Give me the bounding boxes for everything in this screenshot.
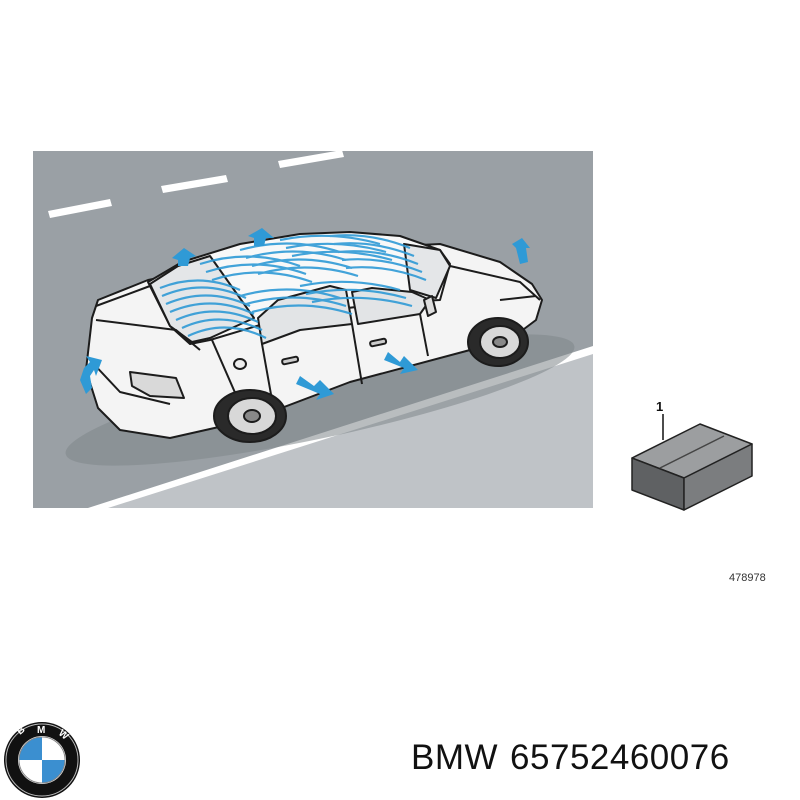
bmw-logo: B M W (4, 722, 80, 798)
part-box (631, 414, 753, 511)
movement-arrows (80, 228, 530, 400)
lane-markings (48, 151, 344, 218)
front-wheel (467, 317, 529, 367)
rear-wheel (213, 389, 287, 443)
diagram-reference-number: 478978 (729, 572, 766, 584)
sensor-waves (159, 234, 427, 339)
part-number: 65752460076 (510, 738, 730, 777)
svg-text:M: M (37, 725, 45, 736)
brand-name: BMW (411, 738, 499, 777)
road-scene (33, 151, 593, 508)
callout-number: 1 (656, 399, 664, 414)
part-caption: BMW 65752460076 (411, 738, 730, 778)
